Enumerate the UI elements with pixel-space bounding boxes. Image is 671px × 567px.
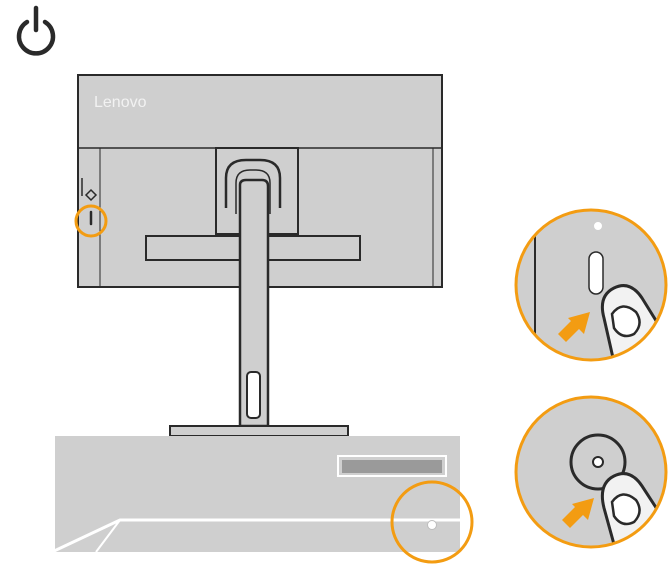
- zoomed-power-button: [588, 251, 604, 295]
- monitor-button-zoom: [514, 208, 668, 362]
- pc-power-button-callout: [390, 480, 474, 564]
- monitor-brand-logo: Lenovo: [94, 94, 147, 111]
- monitor-power-button-callout: [74, 204, 108, 238]
- press-arrow: [558, 312, 590, 342]
- stand-pivot: [224, 158, 282, 208]
- joystick-button: [84, 188, 98, 202]
- stand-neck: [238, 178, 270, 428]
- press-arrow: [562, 498, 594, 528]
- optical-drive-slot: [342, 460, 442, 473]
- cable-slot: [246, 371, 261, 419]
- pc-button-zoom: [514, 395, 668, 549]
- power-icon: [16, 5, 56, 56]
- stand-base: [169, 425, 349, 437]
- desktop-pc: [51, 436, 460, 554]
- pc-power-button: [427, 520, 437, 530]
